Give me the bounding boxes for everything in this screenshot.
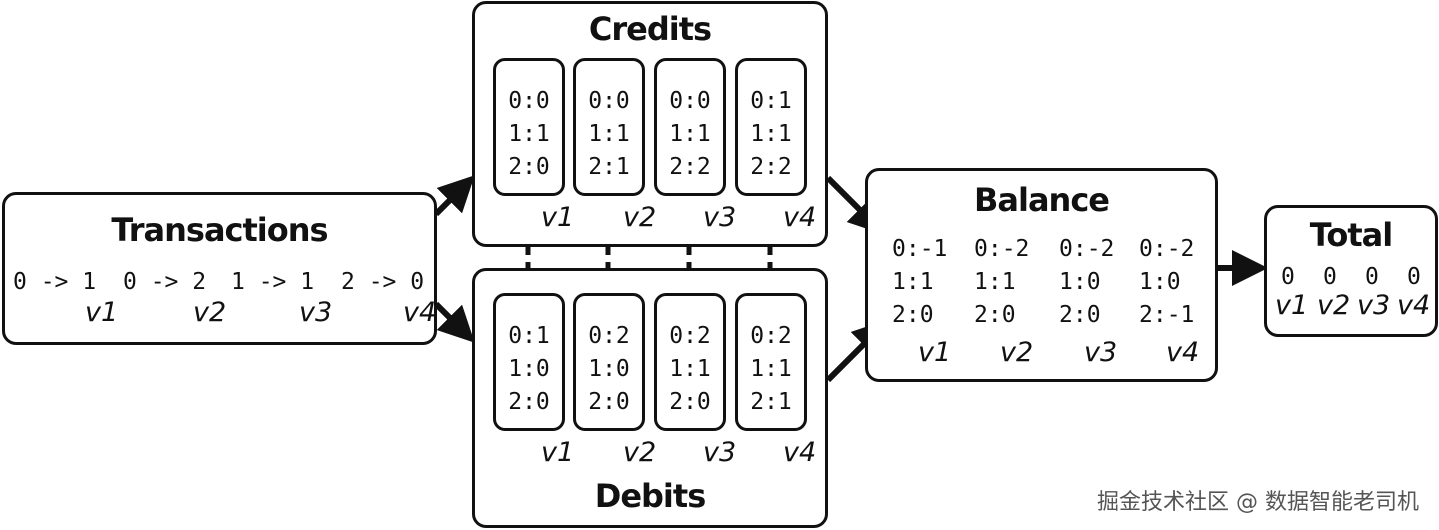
total-version: v4: [1397, 290, 1431, 321]
credits-title: Credits: [588, 10, 712, 48]
credits-version: v4: [783, 202, 817, 233]
cell-line: 2:2: [669, 154, 711, 180]
transaction-item: 0 -> 1: [13, 269, 97, 295]
balance-version: v1: [918, 337, 952, 368]
credits-box: Credits 0:0 1:1 2:0 0:0 1:1 2:1 0:0 1:1 …: [472, 1, 828, 247]
balance-line: 0:-2: [1059, 236, 1115, 262]
balance-line: 0:-2: [974, 236, 1030, 262]
cell-line: 0:2: [750, 323, 792, 349]
debits-version: v4: [783, 437, 817, 468]
balance-line: 0:-1: [892, 236, 948, 262]
cell-line: 0:0: [508, 88, 550, 114]
credits-cell-v4: 0:1 1:1 2:2: [735, 58, 807, 196]
balance-line: 2:-1: [1139, 302, 1195, 328]
balance-line: 2:0: [974, 302, 1016, 328]
cell-line: 2:1: [750, 389, 792, 415]
transaction-version: v3: [299, 297, 333, 328]
transactions-title: Transactions: [111, 211, 328, 249]
cell-line: 0:2: [588, 323, 630, 349]
balance-version: v2: [1000, 337, 1034, 368]
total-version: v1: [1275, 290, 1309, 321]
credits-version: v2: [623, 202, 657, 233]
credits-version: v3: [703, 202, 737, 233]
cell-line: 0:0: [669, 88, 711, 114]
cell-line: 2:1: [588, 154, 630, 180]
cell-line: 2:0: [588, 389, 630, 415]
balance-box: Balance 0:-1 1:1 2:0 0:-2 1:1 2:0 0:-2 1…: [865, 168, 1218, 382]
cell-line: 1:1: [508, 121, 550, 147]
balance-line: 0:-2: [1139, 236, 1195, 262]
transaction-item: 2 -> 0: [341, 269, 425, 295]
cell-line: 0:1: [508, 323, 550, 349]
balance-column-v3: 0:-2 1:0 2:0: [1059, 233, 1114, 332]
balance-line: 1:0: [1139, 269, 1181, 295]
cell-line: 0:2: [669, 323, 711, 349]
debits-box: 0:1 1:0 2:0 0:2 1:0 2:0 0:2 1:1 2:0 0:2 …: [472, 268, 828, 528]
debits-cell-v2: 0:2 1:0 2:0: [573, 293, 645, 431]
debits-version: v3: [703, 437, 737, 468]
arrow-transactions-to-debits: [433, 301, 475, 343]
cell-line: 0:1: [750, 88, 792, 114]
cell-line: 2:0: [669, 389, 711, 415]
transaction-item: 0 -> 2: [123, 269, 207, 295]
cell-line: 1:1: [750, 356, 792, 382]
credits-cell-v1: 0:0 1:1 2:0: [493, 58, 565, 196]
transaction-version: v2: [193, 297, 227, 328]
total-value: 0: [1407, 264, 1421, 290]
balance-line: 1:1: [974, 269, 1016, 295]
balance-line: 2:0: [1059, 302, 1101, 328]
balance-column-v4: 0:-2 1:0 2:-1: [1139, 233, 1194, 332]
cell-line: 1:0: [508, 356, 550, 382]
arrow-transactions-to-credits: [433, 175, 475, 217]
cell-line: 1:1: [750, 121, 792, 147]
balance-version: v3: [1084, 337, 1118, 368]
balance-line: 1:1: [892, 269, 934, 295]
total-value: 0: [1281, 264, 1295, 290]
total-value: 0: [1365, 264, 1379, 290]
transaction-version: v1: [85, 297, 119, 328]
total-version: v2: [1317, 290, 1351, 321]
cell-line: 1:1: [669, 121, 711, 147]
total-box: Total 0 0 0 0 v1 v2 v3 v4: [1264, 205, 1438, 337]
debits-version: v2: [623, 437, 657, 468]
debits-cell-v4: 0:2 1:1 2:1: [735, 293, 807, 431]
balance-line: 1:0: [1059, 269, 1101, 295]
credits-cell-v2: 0:0 1:1 2:1: [573, 58, 645, 196]
debits-cell-v3: 0:2 1:1 2:0: [654, 293, 726, 431]
cell-line: 0:0: [588, 88, 630, 114]
total-title: Total: [1309, 216, 1393, 254]
balance-column-v1: 0:-1 1:1 2:0: [892, 233, 947, 332]
credits-version: v1: [541, 202, 575, 233]
debits-cell-v1: 0:1 1:0 2:0: [493, 293, 565, 431]
credits-cell-v3: 0:0 1:1 2:2: [654, 58, 726, 196]
cell-line: 1:1: [588, 121, 630, 147]
balance-column-v2: 0:-2 1:1 2:0: [974, 233, 1029, 332]
balance-line: 2:0: [892, 302, 934, 328]
watermark-text: 掘金技术社区 @ 数据智能老司机: [1097, 490, 1419, 515]
transaction-version: v4: [403, 297, 437, 328]
arrow-credits-to-balance: [825, 175, 885, 235]
total-value: 0: [1323, 264, 1337, 290]
cell-line: 2:0: [508, 154, 550, 180]
cell-line: 1:1: [669, 356, 711, 382]
debits-version: v1: [541, 437, 575, 468]
balance-version: v4: [1166, 337, 1200, 368]
cell-line: 1:0: [588, 356, 630, 382]
cell-line: 2:0: [508, 389, 550, 415]
transaction-item: 1 -> 1: [231, 269, 315, 295]
total-version: v3: [1357, 290, 1391, 321]
balance-title: Balance: [974, 181, 1110, 219]
debits-title: Debits: [594, 477, 706, 515]
cell-line: 2:2: [750, 154, 792, 180]
transactions-box: Transactions 0 -> 1 0 -> 2 1 -> 1 2 -> 0…: [2, 192, 437, 345]
